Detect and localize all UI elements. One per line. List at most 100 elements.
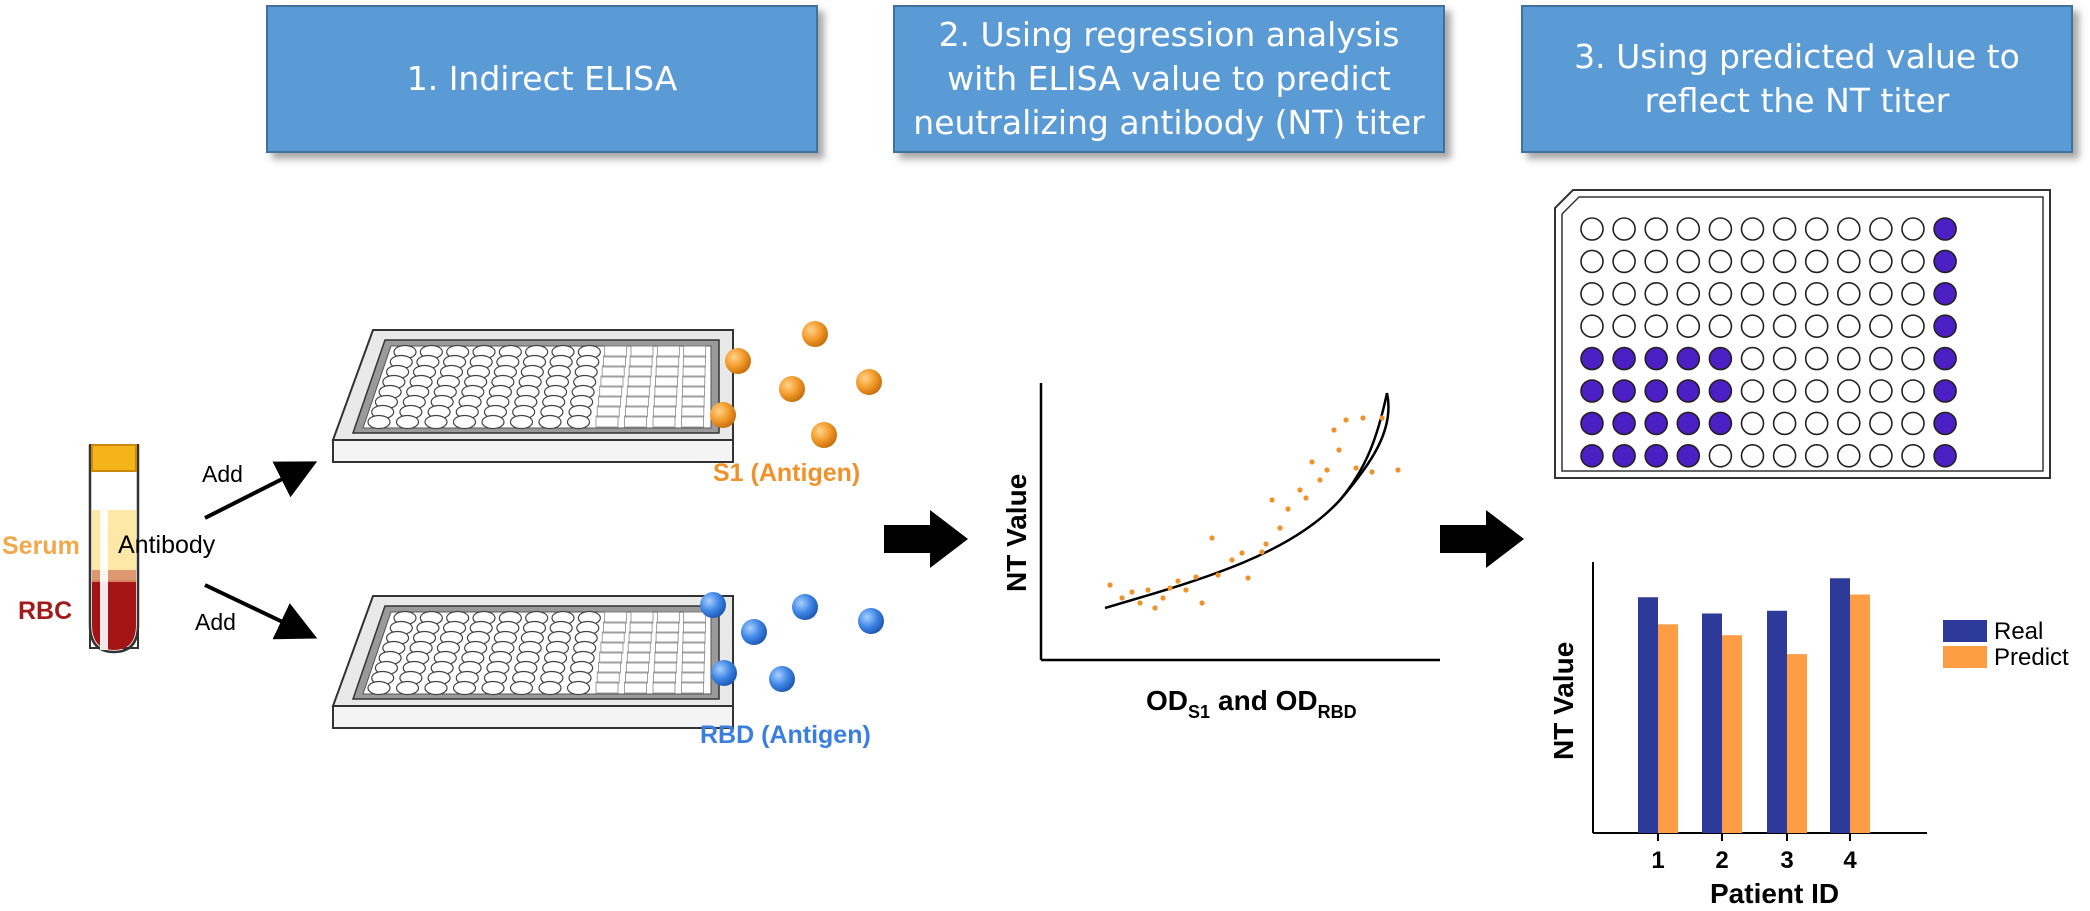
plate-empty-cell [682, 355, 706, 368]
plate-empty-cell [683, 345, 707, 358]
scatter-point [1360, 415, 1366, 421]
well-empty [1772, 281, 1797, 306]
plate-well [452, 680, 477, 696]
well-empty [1708, 443, 1733, 468]
s1-antigen-label: S1 (Antigen) [713, 459, 860, 487]
plate-empty-cell [656, 345, 680, 358]
rbd-antigen-label: RBD (Antigen) [700, 721, 871, 749]
rbd-antigen-sphere [792, 594, 818, 620]
xlabel-od-1: OD [1146, 685, 1188, 716]
well-empty [1740, 281, 1765, 306]
blood-tube [88, 444, 140, 654]
well-filled [1933, 443, 1957, 468]
step-1-title: 1. Indirect ELISA [406, 59, 678, 98]
well-empty [1676, 281, 1701, 306]
antibody-label: Antibody [118, 531, 216, 559]
scatter-point [1353, 465, 1359, 471]
plate-empty-cell [596, 671, 620, 684]
well-filled [1580, 379, 1604, 403]
tube-cap [91, 444, 137, 472]
well-empty [1676, 217, 1701, 241]
xlabel-and-od: and OD [1218, 685, 1318, 716]
plate-empty-cell [626, 651, 650, 664]
well-empty [1772, 249, 1797, 274]
well-empty [1804, 249, 1829, 274]
bar-predict-4 [1850, 594, 1870, 833]
serum-label: Serum [2, 532, 80, 560]
plate-empty-cell [682, 385, 705, 398]
elisa-plate-lower [331, 595, 734, 729]
x-tick-label: 3 [1780, 847, 1793, 874]
plate-empty-cell [683, 611, 707, 624]
plate-empty-cell [681, 415, 704, 428]
step-arrow-1 [884, 510, 968, 568]
plate-empty-cell [624, 681, 647, 694]
scatter-point [1343, 417, 1349, 423]
well-empty [1901, 217, 1925, 241]
well-empty [1901, 443, 1925, 468]
x-tick-label: 1 [1651, 847, 1664, 874]
well-empty [1901, 314, 1925, 339]
plate-well [509, 414, 534, 430]
well-empty [1740, 411, 1765, 436]
bar-chart-xlabel: Patient ID [1710, 878, 1839, 909]
well-filled [1676, 411, 1701, 436]
well-filled [1580, 443, 1604, 468]
rbd-antigen-sphere [700, 592, 726, 618]
well-empty [1676, 314, 1701, 339]
plate-empty-cell [625, 395, 649, 408]
well-empty [1804, 379, 1829, 403]
plate-empty-cell [681, 395, 705, 408]
well-empty [1804, 411, 1829, 436]
scatter-point [1263, 541, 1269, 547]
plate-empty-cell [628, 365, 652, 378]
well-empty [1869, 346, 1893, 371]
well-empty [1580, 281, 1604, 306]
well-empty [1612, 281, 1636, 306]
plate-empty-cell [604, 345, 628, 358]
scatter-point [1215, 572, 1221, 578]
bar-real-4 [1830, 578, 1850, 833]
well-empty [1901, 249, 1925, 274]
plate-empty-cell [656, 355, 680, 368]
plate-well [481, 680, 505, 696]
scatter-point [1395, 467, 1401, 473]
well-filled [1933, 281, 1957, 306]
scatter-point [1336, 447, 1342, 453]
plate-empty-cell [681, 661, 705, 674]
legend-label-real: Real [1994, 618, 2043, 645]
well-filled [1933, 217, 1957, 241]
result-plate [1554, 189, 2051, 479]
plate-empty-cell [626, 385, 650, 398]
well-empty [1580, 314, 1604, 339]
add-label-upper: Add [202, 461, 243, 487]
plate-well [367, 414, 391, 430]
well-empty [1644, 314, 1668, 339]
plate-empty-cell [682, 375, 706, 388]
plate-empty-cell [653, 405, 677, 418]
scatter-point [1160, 595, 1166, 601]
plate-empty-cell [655, 375, 678, 388]
plate-empty-cell [654, 651, 678, 664]
plate-empty-cell [682, 641, 706, 654]
result-plate-wells [1580, 217, 1957, 468]
well-empty [1772, 411, 1797, 436]
regression-ylabel: NT Value [1001, 474, 1032, 592]
regression-curve-tail [1339, 392, 1389, 501]
plate-empty-cell [604, 611, 628, 624]
bar-chart-bars [1638, 578, 1870, 833]
well-filled [1933, 314, 1957, 339]
add-label-lower: Add [195, 609, 236, 635]
rbd-antigen-sphere [769, 666, 795, 692]
scatter-point [1175, 578, 1181, 584]
scatter-point [1239, 550, 1245, 556]
well-empty [1804, 314, 1829, 339]
plate-well [481, 414, 505, 430]
plate-empty-cell [599, 385, 623, 398]
s1-antigen-sphere [802, 321, 828, 347]
scatter-point [1309, 459, 1315, 465]
bar-predict-2 [1722, 635, 1742, 833]
serum-layer [92, 510, 136, 580]
